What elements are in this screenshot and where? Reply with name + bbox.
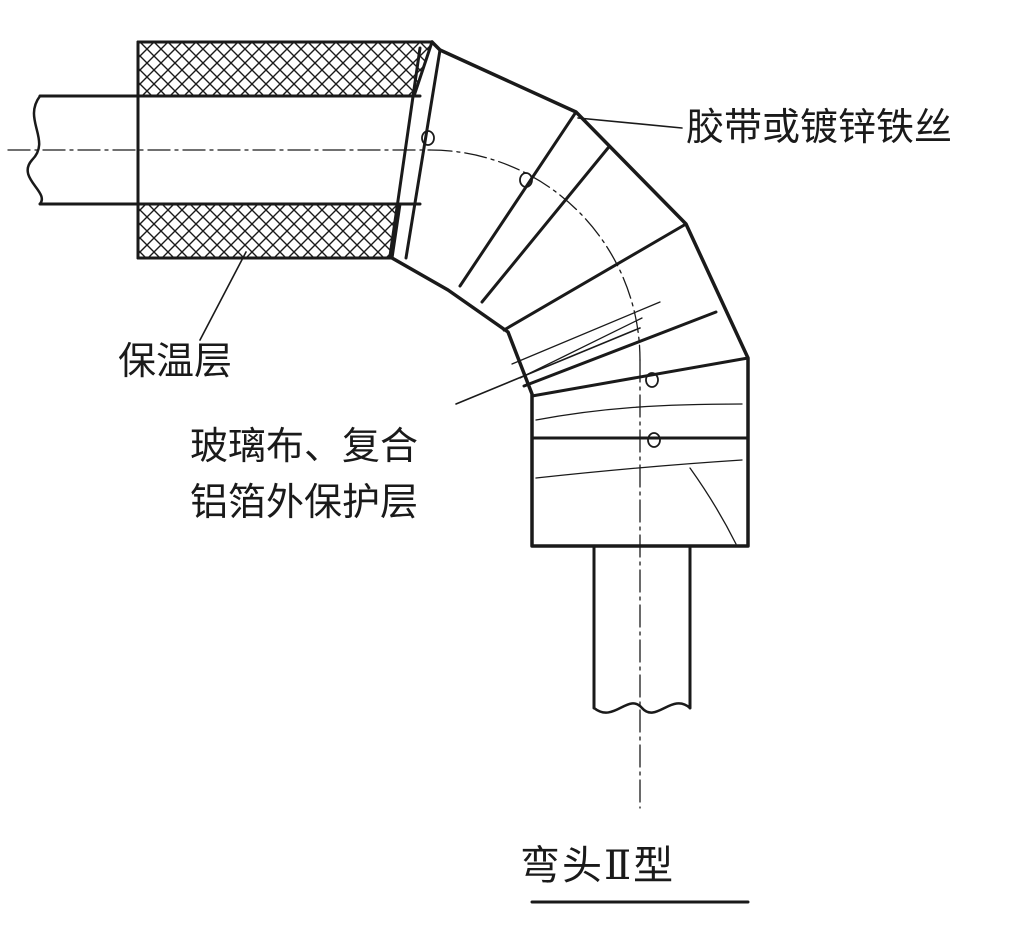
wrap-guide-lines (511, 301, 743, 545)
tape-or-galvanized-wire-label: 胶带或镀锌铁丝 (686, 105, 953, 149)
outer-protection-label-line1: 玻璃布、复合 (190, 424, 419, 468)
pipe-centerline (7, 149, 641, 809)
insulation-layer-label: 保温层 (118, 339, 233, 383)
binding-markers (421, 130, 661, 448)
vertical-pipe (592, 544, 692, 714)
leader-outer-protection (455, 327, 641, 405)
leader-tape (577, 117, 683, 129)
outer-protection-label-line2: 铝箔外保护层 (190, 480, 419, 524)
leader-lines (199, 117, 683, 405)
diagram-title: 弯头Ⅱ型 (520, 843, 676, 889)
leader-insulation (199, 251, 247, 341)
elbow-outline (390, 40, 750, 548)
outer-protection-label: 玻璃布、复合 铝箔外保护层 (190, 418, 418, 530)
elbow-segment-lines (388, 46, 750, 440)
